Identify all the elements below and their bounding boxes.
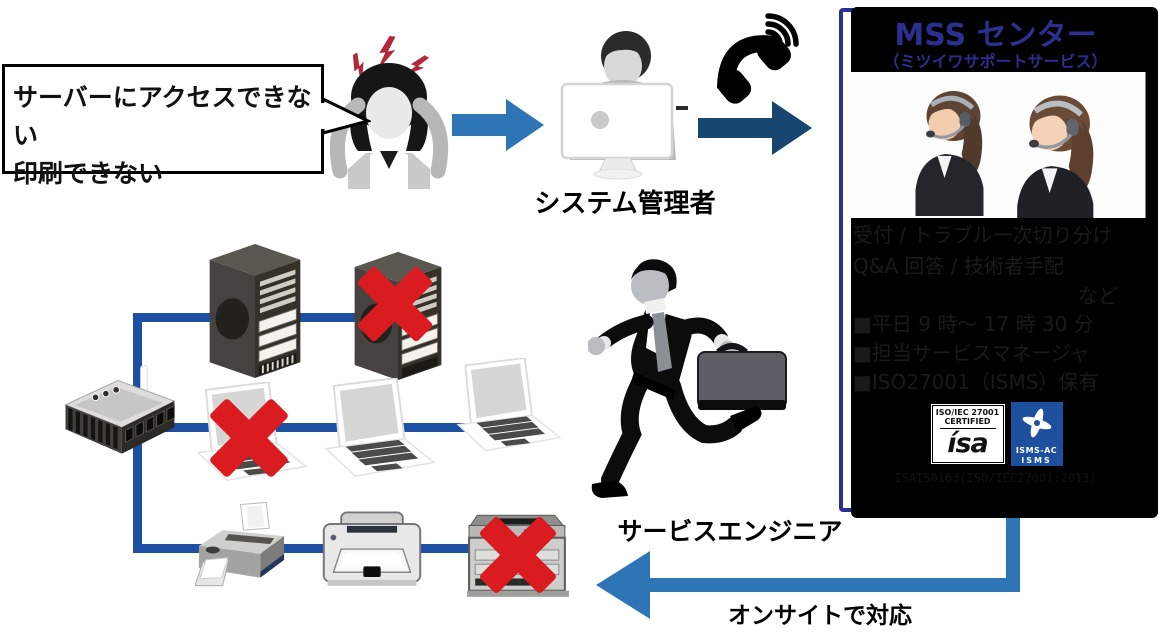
system-admin-icon xyxy=(560,31,688,180)
arrow-user-to-admin-head xyxy=(506,99,544,151)
isa-certification-logo: ISO/IEC 27001 CERTIFIED ísa xyxy=(928,402,1007,466)
support-operators-photo xyxy=(845,72,1146,218)
failure-x-icon-laptop xyxy=(210,399,288,477)
inkjet-printer-icon xyxy=(195,502,285,587)
isa-logo-line2: CERTIFIED xyxy=(939,417,996,429)
service-engineer-label: サービスエンジニア xyxy=(617,517,843,546)
arrow-onsite-vertical xyxy=(1006,511,1020,589)
isms-logo-line2: ISMS xyxy=(1021,456,1052,465)
arrow-onsite-head xyxy=(596,551,650,619)
isa-logo-line1: ISO/IEC 27001 xyxy=(935,408,1000,417)
network-switch-icon xyxy=(64,364,176,454)
server-icon xyxy=(209,243,301,379)
mss-service-line-1: 受付 / トラブル一次切り分け xyxy=(853,223,1113,247)
laptop-icon xyxy=(456,358,562,452)
frustrated-user-icon xyxy=(329,36,449,189)
speech-bubble: サーバーにアクセスできない 印刷できない xyxy=(2,64,324,188)
phone-icon xyxy=(716,13,799,104)
certification-caption: ISAIS0163(ISO/IEC27001:2013) xyxy=(894,471,1097,485)
mss-etc-label: など xyxy=(1078,284,1118,308)
laser-printer-icon xyxy=(322,511,422,586)
mss-bullet-hours: ■平日 9 時～ 17 時 30 分 xyxy=(853,312,1094,336)
mss-bullet-manager: ■担当サービスマネージャ xyxy=(853,341,1090,365)
laptop-icon xyxy=(324,378,436,477)
isms-logo-line1: ISMS-AC xyxy=(1015,446,1058,455)
operator-right xyxy=(1017,95,1094,218)
mss-bullet-iso: ■ISO27001（ISMS）保有 xyxy=(853,370,1099,394)
isms-ac-logo: ISMS-AC ISMS xyxy=(1010,402,1063,466)
bubble-line-1: サーバーにアクセスできない xyxy=(13,83,312,150)
arrow-user-to-admin-shaft xyxy=(452,114,508,136)
operator-left xyxy=(915,91,984,216)
arrow-onsite-horizontal xyxy=(648,578,1020,592)
certification-logos: ISO/IEC 27001 CERTIFIED ísa ISMS-AC ISMS xyxy=(843,402,1148,466)
headset-icon xyxy=(1033,100,1083,117)
isa-logo-mark: ísa xyxy=(947,428,989,459)
failure-x-icon-server xyxy=(357,266,433,342)
monitor-icon xyxy=(560,82,674,160)
speech-bubble-tail xyxy=(321,96,371,135)
mss-center-panel: MSS センター （ミツイワサポートサービス） xyxy=(839,7,1158,518)
isms-swirl-icon xyxy=(1022,408,1051,438)
briefcase-handle xyxy=(716,343,748,355)
network-laptop-line xyxy=(133,423,513,432)
mss-title: MSS センター xyxy=(894,18,1097,53)
arrow-admin-to-mss-head xyxy=(772,101,812,155)
mss-subtitle: （ミツイワサポートサービス） xyxy=(883,52,1108,71)
headset-icon xyxy=(930,95,975,110)
system-admin-label: システム管理者 xyxy=(534,189,716,219)
failure-x-icon-printer xyxy=(480,517,556,593)
arrow-admin-to-mss-shaft xyxy=(698,118,774,138)
briefcase-icon xyxy=(697,351,787,409)
onsite-label: オンサイトで対応 xyxy=(728,603,912,629)
bubble-line-2: 印刷できない xyxy=(13,159,164,188)
mss-service-line-2: Q&A 回答 / 技術者手配 xyxy=(853,254,1064,278)
service-engineer-icon xyxy=(588,259,787,498)
